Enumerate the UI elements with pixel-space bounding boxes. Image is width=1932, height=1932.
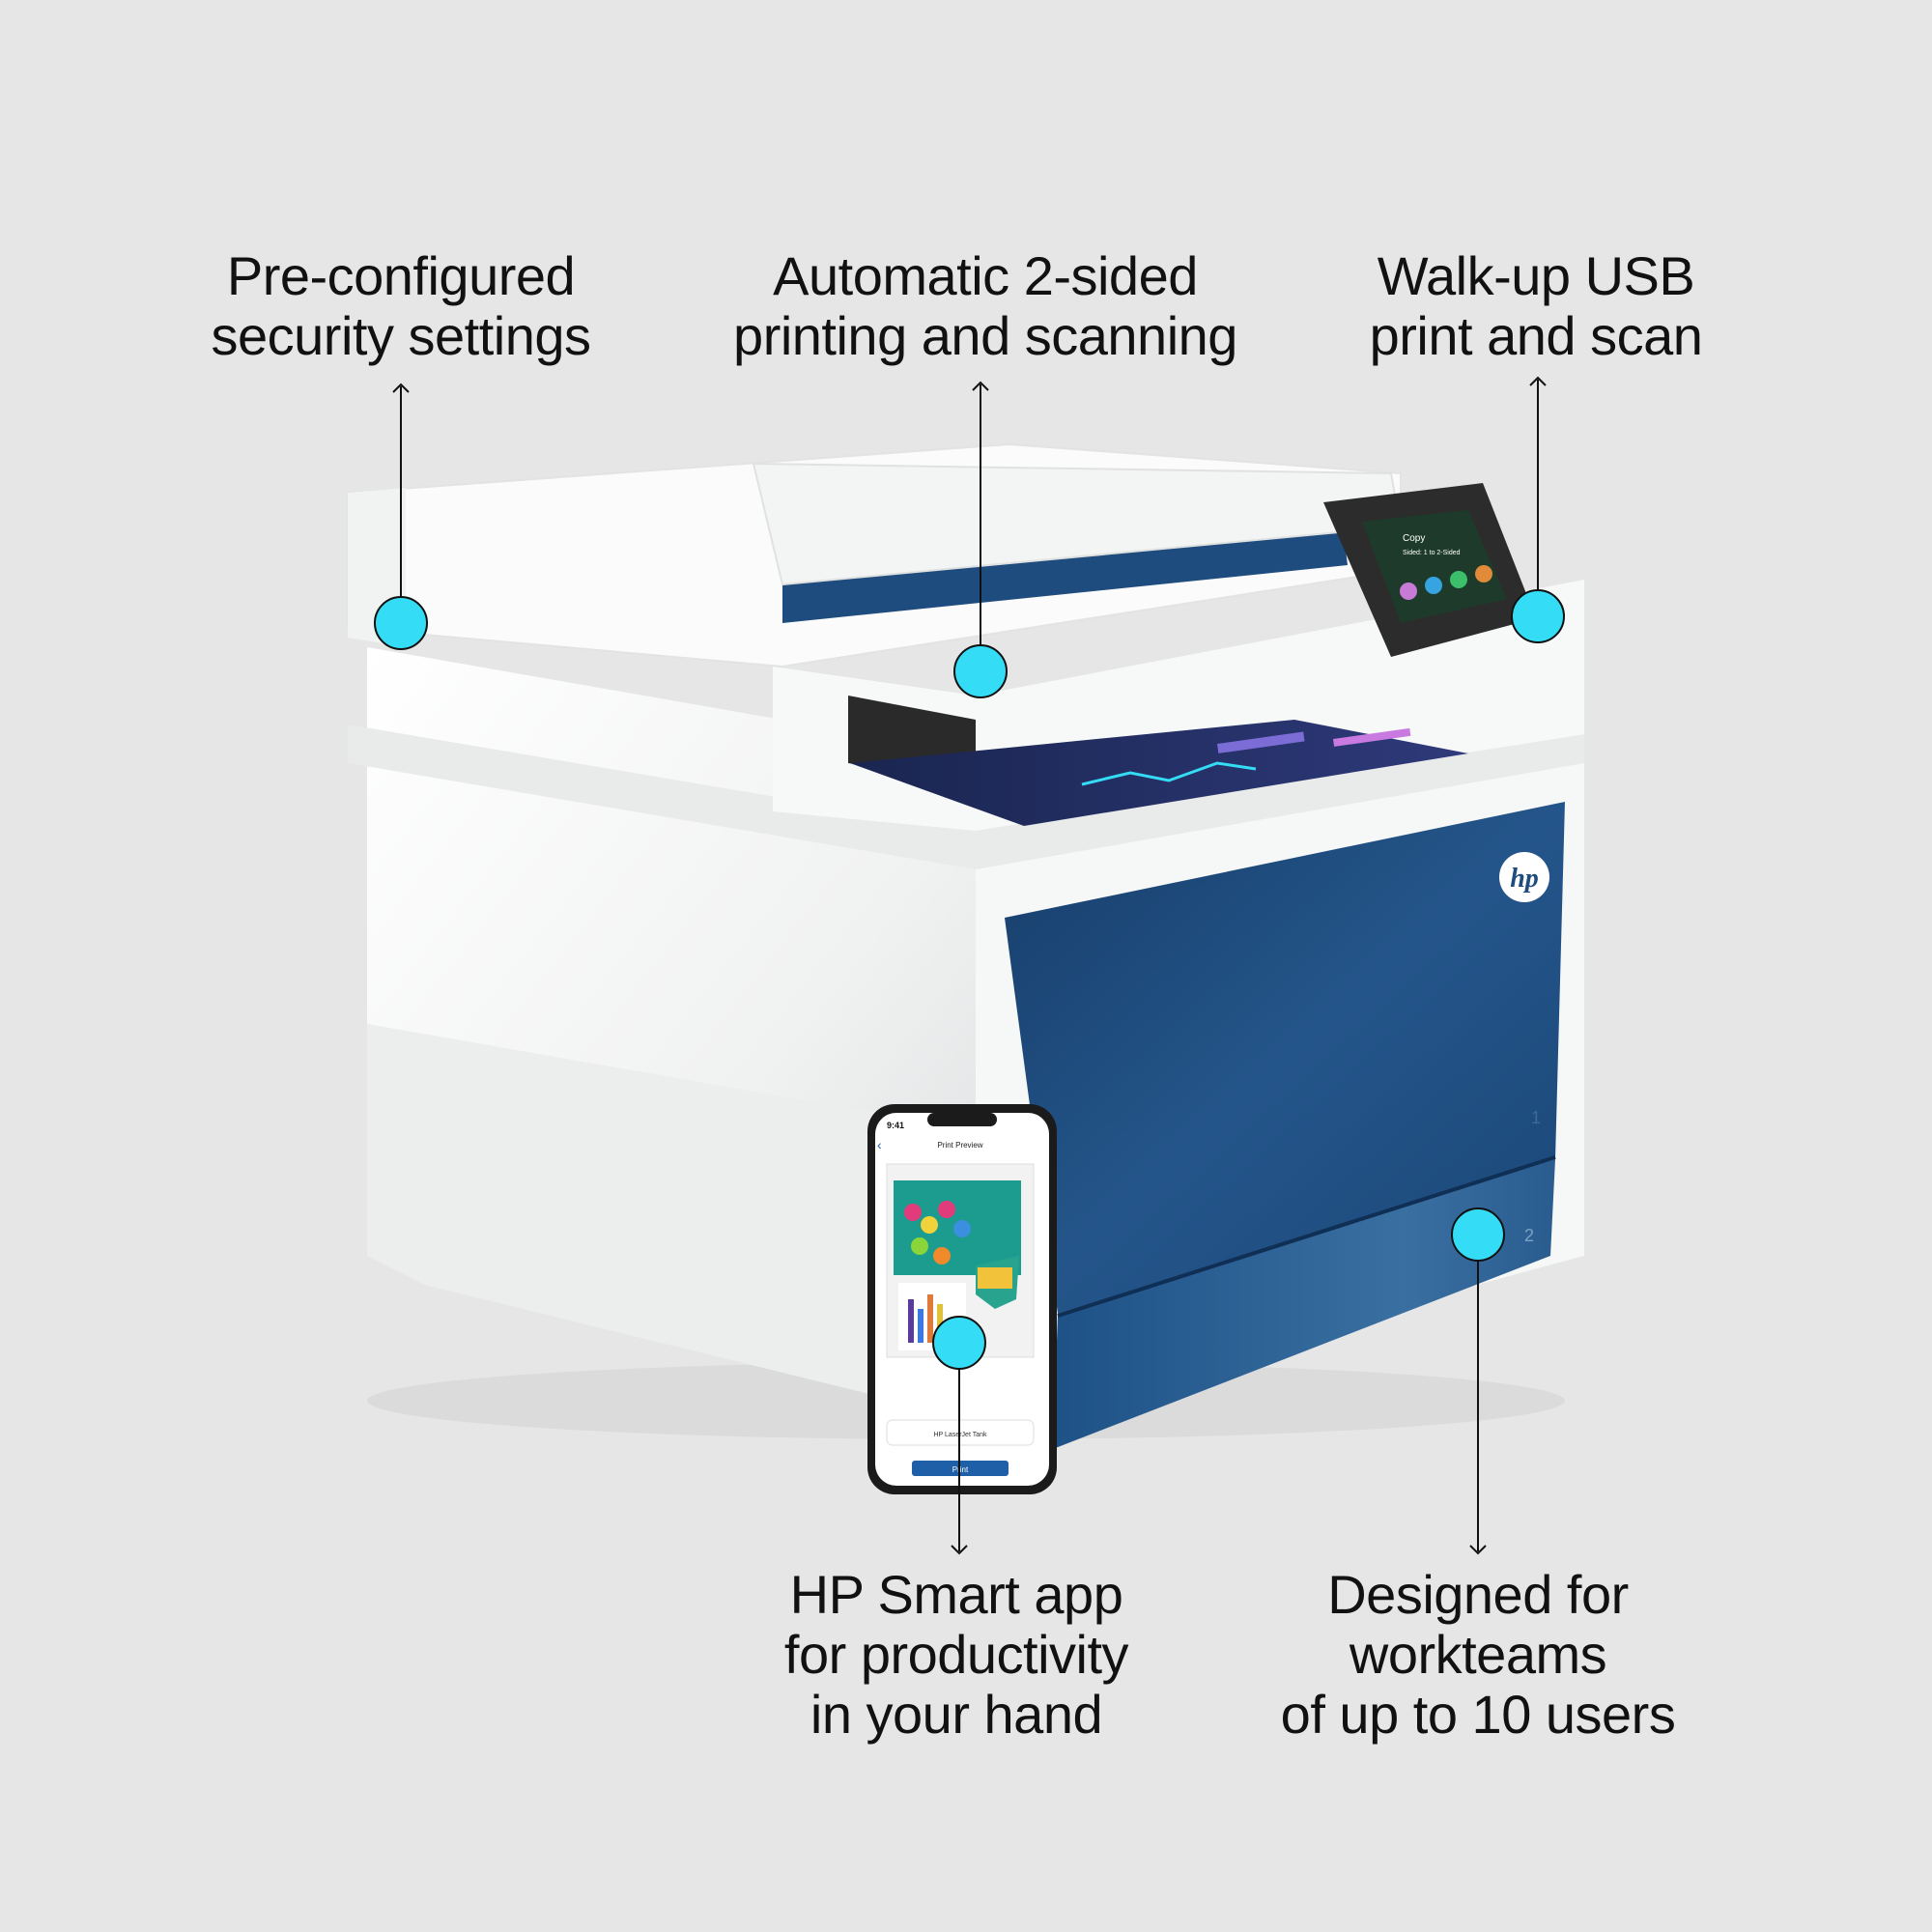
tray-number-2: 2	[1524, 1226, 1534, 1245]
hotspot-security[interactable]	[374, 596, 428, 650]
callout-line: security settings	[211, 305, 592, 366]
callout-line: print and scan	[1369, 305, 1703, 366]
hotspot-app[interactable]	[932, 1316, 986, 1370]
adf-strip	[782, 526, 1348, 623]
printer: hp 1 2 Copy Sided: 1 to 2-Sided	[347, 442, 1584, 1449]
callout-security: Pre-configured security settings	[150, 246, 652, 366]
callout-line: HP Smart app	[789, 1564, 1123, 1625]
callout-workteams: Designed for workteams of up to 10 users	[1246, 1565, 1710, 1745]
callout-line: printing and scanning	[733, 305, 1237, 366]
callout-line: Designed for	[1327, 1564, 1629, 1625]
control-panel[interactable]: Copy Sided: 1 to 2-Sided	[1323, 483, 1536, 657]
phone-back-icon[interactable]: ‹	[877, 1137, 882, 1152]
callout-line: Automatic 2-sided	[773, 245, 1198, 306]
callout-line: Pre-configured	[226, 245, 576, 306]
phone: 9:41 ‹ Print Preview HP LaserJet Tank Pr…	[867, 1104, 1057, 1494]
hotspot-usb[interactable]	[1511, 589, 1565, 643]
callout-line: in your hand	[810, 1684, 1103, 1745]
paper-tray-2	[1053, 1159, 1555, 1449]
front-door-panel	[1005, 802, 1565, 1314]
phone-printer-name[interactable]: HP LaserJet Tank	[934, 1432, 987, 1438]
printed-page	[850, 720, 1468, 826]
callout-duplex: Automatic 2-sided printing and scanning	[696, 246, 1275, 366]
callout-usb: Walk-up USB print and scan	[1333, 246, 1739, 366]
hotspot-workteams[interactable]	[1451, 1208, 1505, 1262]
phone-print-label: Print	[952, 1465, 969, 1474]
svg-text:hp: hp	[1510, 864, 1539, 894]
callout-line: for productivity	[783, 1624, 1129, 1685]
hotspot-duplex[interactable]	[953, 644, 1008, 698]
callout-line: of up to 10 users	[1280, 1684, 1676, 1745]
phone-screen-title: Print Preview	[937, 1141, 982, 1150]
phone-time: 9:41	[887, 1121, 904, 1130]
panel-subtitle: Sided: 1 to 2-Sided	[1403, 550, 1461, 556]
callout-line: Walk-up USB	[1377, 245, 1695, 306]
callout-line: workteams	[1349, 1624, 1607, 1685]
hp-logo: hp	[1499, 852, 1549, 902]
callout-app: HP Smart app for productivity in your ha…	[734, 1565, 1179, 1745]
panel-title: Copy	[1403, 533, 1425, 544]
tray-number-1: 1	[1531, 1108, 1541, 1127]
